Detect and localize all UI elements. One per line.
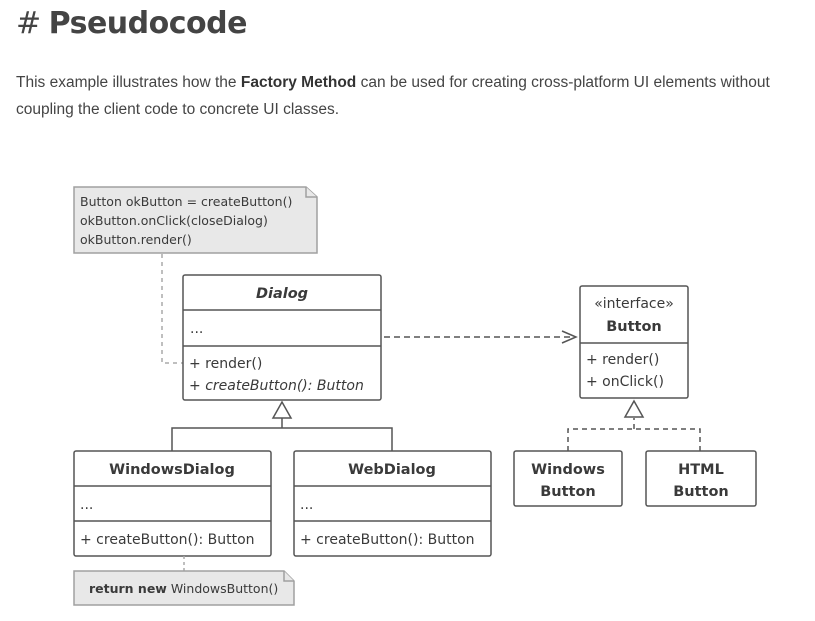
windows-dialog-box (73, 450, 272, 557)
note-top-line-2: okButton.onClick(closeDialog) (80, 213, 268, 228)
intro-paragraph: This example illustrates how the Factory… (16, 69, 806, 123)
windows-button-name-line-2: Button (540, 484, 596, 500)
note-bottom-shape (73, 570, 295, 606)
button-method-onclick: + onClick() (586, 374, 664, 390)
web-dialog-method: + createButton(): Button (300, 532, 475, 548)
note-top-line-3: okButton.render() (80, 232, 192, 247)
web-dialog-fields: ... (300, 497, 313, 513)
dialog-method-create-button: + createButton(): Button (189, 378, 364, 394)
windows-dialog-fields: ... (80, 497, 93, 513)
windows-button-box (513, 450, 623, 507)
note-top-shape (73, 186, 318, 254)
intro-text-after: can be used for creating cross-platform … (16, 74, 770, 118)
dialog-class-box (182, 274, 382, 401)
windows-dialog-method: + createButton(): Button (80, 532, 255, 548)
web-dialog-name: WebDialog (348, 462, 436, 478)
html-button-name-line-1: HTML (678, 462, 724, 478)
button-interface-box (579, 285, 689, 399)
dialog-inheritance-lines (171, 427, 393, 451)
dialog-method-render: + render() (189, 356, 262, 372)
intro-text-before: This example illustrates how the (16, 74, 241, 91)
button-realization-lines (567, 428, 701, 451)
intro-highlight: Factory Method (240, 74, 357, 91)
button-method-render: + render() (586, 352, 659, 368)
dialog-class-name: Dialog (256, 286, 308, 302)
note-top-line-1: Button okButton = createButton() (80, 194, 292, 209)
note-bottom-fold (283, 571, 294, 582)
button-realization-triangle (623, 399, 645, 418)
windows-dialog-name: WindowsDialog (109, 462, 235, 478)
web-dialog-box (293, 450, 492, 557)
button-interface-name: Button (606, 319, 662, 335)
html-button-name-line-2: Button (673, 484, 729, 500)
note-top-fold (305, 187, 317, 198)
dialog-fields: ... (190, 321, 203, 337)
note-bottom-code: return new WindowsButton() (89, 581, 278, 596)
dialog-inheritance-triangle (271, 400, 293, 419)
heading-anchor-hash[interactable]: # (16, 6, 41, 41)
page-title-text: Pseudocode (48, 6, 248, 41)
page-title: #Pseudocode (16, 6, 247, 41)
dependency-arrowhead (561, 330, 578, 344)
html-button-box (645, 450, 757, 507)
windows-button-name-line-1: Windows (531, 462, 605, 478)
button-interface-stereotype: «interface» (594, 296, 674, 312)
note-top-connector (161, 254, 183, 364)
